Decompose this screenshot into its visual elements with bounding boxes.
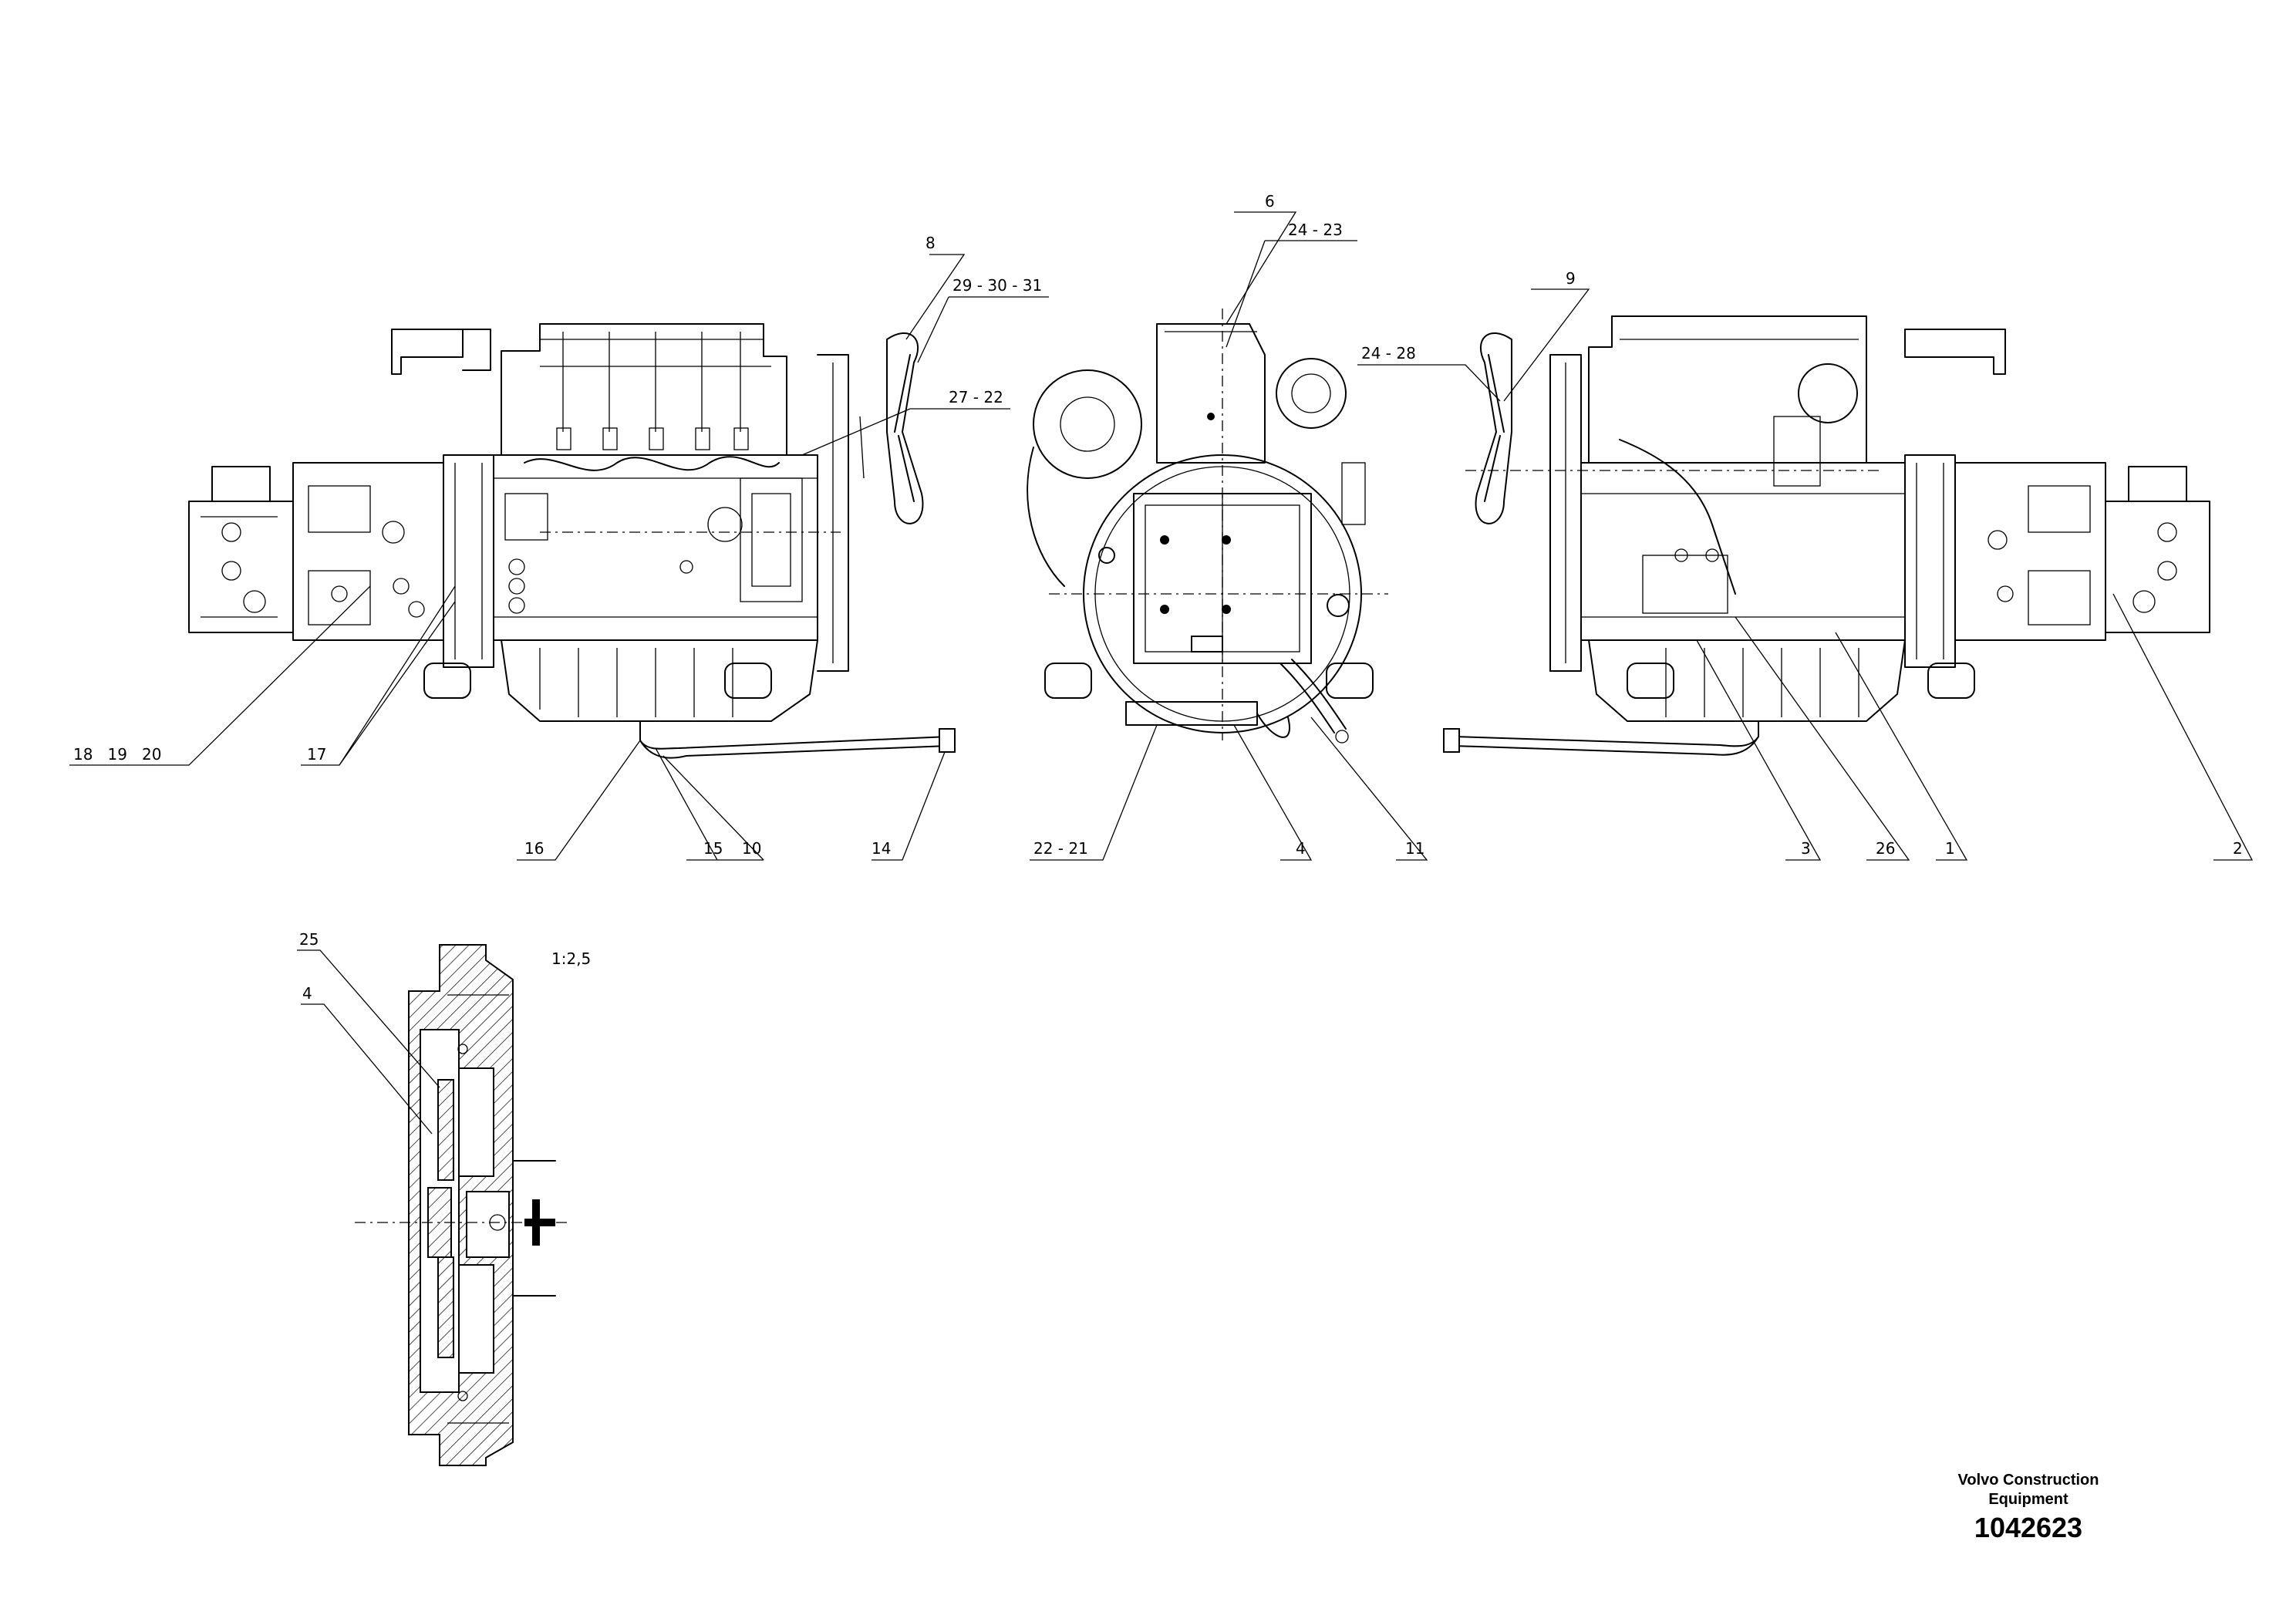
callout-4: 4 [1296, 839, 1306, 858]
document-number: 1042623 [1974, 1512, 2083, 1543]
callout-2: 2 [2233, 839, 2243, 858]
callout-14: 14 [872, 839, 891, 858]
callout-10: 10 [742, 839, 761, 858]
callout-26: 26 [1876, 839, 1895, 858]
callout-24-28: 24 - 28 [1361, 344, 1416, 363]
scale-label: 1:2,5 [551, 949, 591, 968]
engine-left-view [188, 323, 956, 759]
callout-16: 16 [524, 839, 544, 858]
callout-24-23: 24 - 23 [1288, 221, 1343, 239]
callout-labels: 8 29 - 30 - 31 27 - 22 6 24 - 23 9 24 - … [73, 192, 2243, 1003]
coupling-detail-section [355, 944, 571, 1466]
callout-27-22: 27 - 22 [949, 388, 1003, 406]
callout-17: 17 [307, 745, 326, 764]
callout-4-detail: 4 [302, 984, 312, 1003]
callout-29-30-31: 29 - 30 - 31 [952, 276, 1042, 295]
callout-22-21: 22 - 21 [1033, 839, 1088, 858]
callout-15: 15 [703, 839, 723, 858]
callout-6: 6 [1265, 192, 1275, 211]
brand-name-line1: Volvo Construction [1957, 1472, 2099, 1489]
callout-9: 9 [1566, 269, 1576, 288]
callout-25-detail: 25 [299, 930, 319, 949]
callout-1: 1 [1945, 839, 1955, 858]
callout-3: 3 [1801, 839, 1811, 858]
engine-center-view [1027, 309, 1388, 744]
callout-18-19-20: 18 19 20 [73, 745, 162, 764]
callout-8: 8 [925, 234, 936, 252]
leader-lines [69, 211, 2254, 1135]
brand-name-line2: Equipment [1988, 1491, 2068, 1508]
callout-11: 11 [1405, 839, 1424, 858]
engine-right-view [1443, 315, 2210, 756]
